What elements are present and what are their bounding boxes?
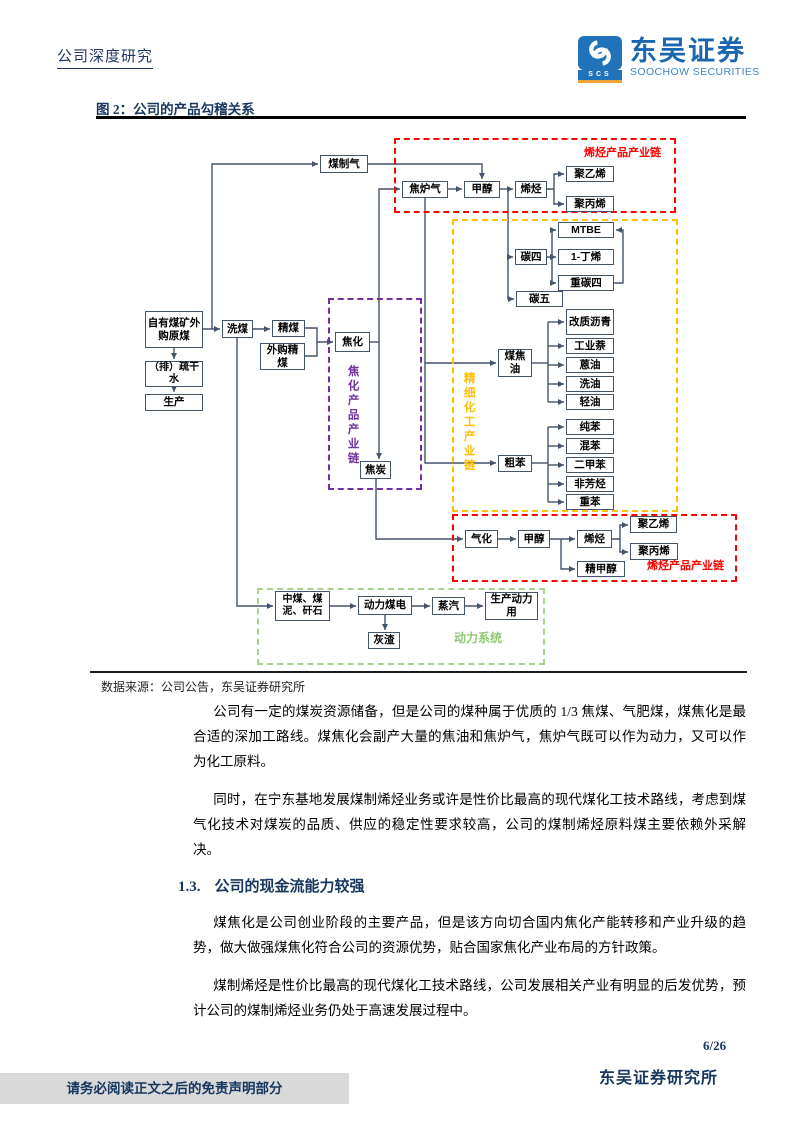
node-pp-bottom: 聚丙烯 xyxy=(630,543,678,560)
node-mixed-benzene: 混苯 xyxy=(566,438,614,454)
node-naphthalene: 工业萘 xyxy=(566,338,614,354)
node-middlings: 中煤、煤泥、矸石 xyxy=(275,591,330,621)
brand-name-en: SOOCHOW SECURITIES xyxy=(630,66,760,78)
logo-mark: SCS xyxy=(578,36,622,83)
figure-bottom-rule xyxy=(90,671,747,673)
flowchart-connectors xyxy=(171,161,628,630)
paragraph-4: 煤制烯烃是性价比最高的现代煤化工技术路线，公司发展相关产业有明显的后发优势，预计… xyxy=(193,978,746,1018)
doc-type-label: 公司深度研究 xyxy=(57,45,154,69)
node-butene: 1-丁烯 xyxy=(558,249,614,265)
node-olefin-bottom: 烯烃 xyxy=(577,530,612,548)
node-xylene: 二甲苯 xyxy=(566,457,614,473)
node-pe-top: 聚乙烯 xyxy=(566,166,614,182)
logo-orange-bar xyxy=(578,80,622,83)
node-coking: 焦化 xyxy=(335,332,370,352)
node-gasification: 气化 xyxy=(465,530,498,548)
brand-name-cn: 东吴证券 xyxy=(630,36,746,66)
paragraph-1: 公司有一定的煤炭资源储备，但是公司的煤种属于优质的 1/3 焦煤、气肥煤，煤焦化… xyxy=(193,704,746,769)
footer-disclaimer: 请务必阅读正文之后的免责声明部分 xyxy=(0,1073,349,1104)
brand-names: 东吴证券 SOOCHOW SECURITIES xyxy=(630,36,760,83)
node-methanol-top: 甲醇 xyxy=(464,181,500,198)
region-label-olefin-bottom: 烯烃产品产业链 xyxy=(647,560,724,572)
region-fine-chemical-chain xyxy=(452,219,678,512)
region-coking-chain xyxy=(328,298,422,490)
node-power-plant: 动力煤电 xyxy=(358,596,412,615)
node-refined-methanol: 精甲醇 xyxy=(577,561,625,577)
node-coke-oven-gas: 焦炉气 xyxy=(402,181,448,198)
node-pitch: 改质沥青 xyxy=(566,309,614,335)
product-flowchart: 烯烃产品产业链 精细化工产业链 焦化产品产业链 烯烃产品产业链 动力系统 煤制气… xyxy=(96,125,746,670)
figure-top-rule xyxy=(96,116,746,119)
node-coal-tar: 煤焦油 xyxy=(498,349,532,377)
node-purchased-clean-coal: 外购精煤 xyxy=(260,343,305,370)
node-coal-gas: 煤制气 xyxy=(320,155,368,173)
node-heavy-benzene: 重苯 xyxy=(566,494,614,510)
node-anthracene-oil: 蒽油 xyxy=(566,357,614,373)
region-power-system xyxy=(257,588,545,665)
node-coal-washing: 洗煤 xyxy=(222,320,253,338)
paragraph-3: 煤焦化是公司创业阶段的主要产品，但是该方向切合国内焦化产能转移和产业升级的趋势，… xyxy=(193,915,746,955)
node-wash-oil: 洗油 xyxy=(566,376,614,392)
section-title: 公司的现金流能力较强 xyxy=(214,879,365,895)
region-olefin-chain-top xyxy=(394,138,676,213)
node-c5: 碳五 xyxy=(516,291,563,307)
node-crude-benzene: 粗苯 xyxy=(498,455,532,472)
footer-institute: 东吴证券研究所 xyxy=(599,1070,719,1087)
node-heavy-c4: 重碳四 xyxy=(558,275,614,291)
region-label-coking-chain: 焦化产品产业链 xyxy=(346,365,359,467)
region-label-power-system: 动力系统 xyxy=(454,631,503,645)
figure-source: 数据来源：公司公告，东吴证券研究所 xyxy=(101,680,306,694)
brand-logo: SCS 东吴证券 SOOCHOW SECURITIES xyxy=(578,36,760,83)
node-ash: 灰渣 xyxy=(368,632,400,649)
node-production-power: 生产动力用 xyxy=(485,592,538,620)
region-label-fine-chemical: 精细化工产业链 xyxy=(462,372,475,474)
body-text: 公司有一定的煤炭资源储备，但是公司的煤种属于优质的 1/3 焦煤、气肥煤，煤焦化… xyxy=(178,699,746,1036)
node-pure-benzene: 纯苯 xyxy=(566,419,614,435)
node-light-oil: 轻油 xyxy=(566,394,614,410)
section-number: 1.3. xyxy=(178,879,201,895)
node-olefin-top: 烯烃 xyxy=(515,181,547,198)
node-drain-water: （排）疏干水 xyxy=(145,361,203,387)
region-label-olefin-top: 烯烃产品产业链 xyxy=(584,147,661,159)
node-methanol-bottom: 甲醇 xyxy=(518,530,550,548)
figure-title: 图 2：公司的产品勾稽关系 xyxy=(96,102,255,117)
node-production: 生产 xyxy=(145,394,203,411)
region-olefin-chain-bottom xyxy=(452,514,737,582)
node-c4: 碳四 xyxy=(515,249,547,265)
node-coke: 焦炭 xyxy=(360,461,391,479)
paragraph-2: 同时，在宁东基地发展煤制烯烃业务或许是性价比最高的现代煤化工技术路线，考虑到煤气… xyxy=(193,792,746,857)
section-heading: 1.3. 公司的现金流能力较强 xyxy=(178,875,746,900)
node-clean-coal: 精煤 xyxy=(272,320,305,337)
node-raw-coal: 自有煤矿外购原煤 xyxy=(145,311,203,348)
node-non-aromatics: 非芳烃 xyxy=(566,476,614,492)
node-mtbe: MTBE xyxy=(558,222,614,238)
page-number: 6/26 xyxy=(703,1038,727,1053)
node-steam: 蒸汽 xyxy=(432,597,465,615)
node-pe-bottom: 聚乙烯 xyxy=(630,516,677,533)
logo-swirl-icon xyxy=(578,36,622,70)
logo-scs-text: SCS xyxy=(578,70,622,80)
node-pp-top: 聚丙烯 xyxy=(566,196,614,212)
